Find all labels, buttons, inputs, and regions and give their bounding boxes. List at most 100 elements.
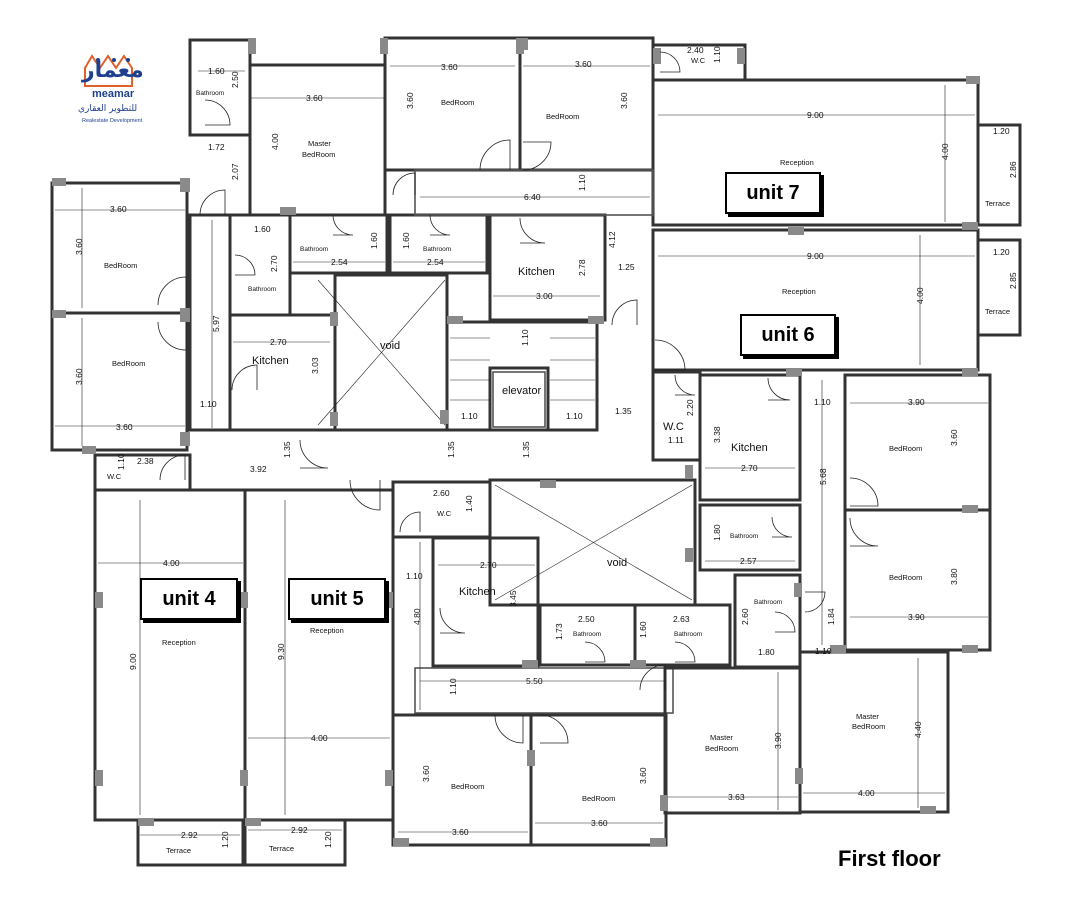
dimension-label: 4.00 — [270, 133, 280, 150]
dimension-label: 1.35 — [521, 441, 531, 458]
brand-tagline-english: Realestate Development — [82, 118, 143, 124]
room-label: BedRoom — [112, 359, 145, 368]
unit-7-tag: unit 7 — [725, 172, 821, 214]
dimension-label: 2.63 — [673, 614, 690, 624]
room-label: Kitchen — [252, 355, 289, 367]
dimension-label: 1.73 — [554, 623, 564, 640]
unit-4-tag: unit 4 — [140, 578, 238, 620]
dimension-label: 1.35 — [615, 406, 632, 416]
dimension-label: 3.03 — [310, 357, 320, 374]
dimension-label: 3.80 — [949, 568, 959, 585]
room-label: Master — [856, 712, 879, 721]
dimension-label: 9.00 — [807, 110, 824, 120]
dimension-label: 2.70 — [269, 255, 279, 272]
room-label: Kitchen — [518, 266, 555, 278]
dimension-label: 2.92 — [181, 830, 198, 840]
room-label: W.C — [691, 56, 706, 65]
dimension-label: 1.10 — [448, 678, 458, 695]
dimension-label: 2.38 — [137, 456, 154, 466]
room-label: Master — [308, 139, 331, 148]
dimension-label: 4.00 — [163, 558, 180, 568]
room-label: BedRoom — [852, 722, 885, 731]
dimension-label: 3.90 — [908, 612, 925, 622]
room-label: Reception — [780, 158, 814, 167]
brand-tagline-arabic: للتطوير العقاري — [78, 104, 138, 114]
logo-icon — [84, 54, 133, 87]
dimension-label: 2.92 — [291, 825, 308, 835]
unit-6-tag: unit 6 — [740, 314, 836, 356]
dimension-label: 3.60 — [74, 238, 84, 255]
dimension-label: 1.10 — [461, 411, 478, 421]
dimension-label: 1.11 — [668, 435, 684, 445]
dimension-label: 1.60 — [254, 224, 271, 234]
room-label: Kitchen — [731, 442, 768, 454]
room-label: BedRoom — [889, 573, 922, 582]
dimension-label: 9.30 — [276, 643, 286, 660]
dimension-label: 3.60 — [575, 59, 592, 69]
room-label: Bathroom — [730, 533, 758, 540]
dimension-label: 1.60 — [638, 621, 648, 638]
dimension-label: 1.10 — [116, 453, 126, 470]
dimension-label: 2.07 — [230, 163, 240, 180]
columns — [52, 38, 980, 846]
dimension-label: 2.78 — [577, 259, 587, 276]
dimension-label: 1.20 — [220, 831, 230, 848]
dimension-label: 2.60 — [433, 488, 450, 498]
room-label: Bathroom — [573, 631, 601, 638]
dimension-label: 2.20 — [685, 399, 695, 416]
room-label: BedRoom — [582, 794, 615, 803]
room-label: Reception — [782, 287, 816, 296]
dimension-label: 5.68 — [818, 468, 828, 485]
dimension-label: 3.90 — [773, 732, 783, 749]
dimension-label: 4.80 — [412, 608, 422, 625]
dimension-label: 9.00 — [807, 251, 824, 261]
dimension-label: 2.54 — [427, 257, 444, 267]
dimension-label: 1.60 — [369, 232, 379, 249]
dimension-label: 1.60 — [401, 232, 411, 249]
room-label: W.C — [437, 509, 452, 518]
void-crosses — [317, 279, 693, 601]
dimension-label: 3.60 — [591, 818, 608, 828]
dimension-label: 1.72 — [208, 142, 225, 152]
room-label: BedRoom — [441, 98, 474, 107]
room-label: void — [380, 340, 400, 352]
dimension-label: 3.60 — [405, 92, 415, 109]
dimension-label: 3.92 — [250, 464, 267, 474]
dimension-label: 1.35 — [282, 441, 292, 458]
dimension-label: 3.60 — [949, 429, 959, 446]
dimension-label: 3.60 — [306, 93, 323, 103]
dimension-label: 1.35 — [446, 441, 456, 458]
room-label: Bathroom — [196, 90, 224, 97]
room-label: Bathroom — [754, 599, 782, 606]
dimension-label: 2.50 — [578, 614, 595, 624]
brand-logo — [40, 38, 190, 178]
dimension-label: 5.50 — [526, 676, 543, 686]
room-label: Reception — [310, 626, 344, 635]
dimension-label: 3.38 — [712, 426, 722, 443]
room-label: Bathroom — [300, 246, 328, 253]
room-label: void — [607, 557, 627, 569]
dimension-lines — [55, 65, 988, 836]
dimension-label: 3.63 — [728, 792, 745, 802]
room-label: Master — [710, 733, 733, 742]
room-label: BedRoom — [546, 112, 579, 121]
dimension-label: 1.10 — [577, 174, 587, 191]
dimension-label: 2.70 — [270, 337, 287, 347]
unit-5-tag: unit 5 — [288, 578, 386, 620]
dimension-label: 3.00 — [536, 291, 553, 301]
dimension-label: 2.86 — [1008, 161, 1018, 178]
dimension-label: 4.00 — [858, 788, 875, 798]
room-label: elevator — [502, 385, 541, 397]
dimension-label: 4.40 — [913, 721, 923, 738]
room-labels: Bathroom Master BedRoom BedRoom BedRoom … — [104, 56, 1010, 855]
dimension-label: 4.00 — [915, 287, 925, 304]
room-label: Kitchen — [459, 586, 496, 598]
dimension-label: 9.00 — [128, 653, 138, 670]
dimension-label: 6.40 — [524, 192, 541, 202]
dimension-label: 3.60 — [110, 204, 127, 214]
dimension-labels: 1.60 2.50 3.60 3.60 3.60 3.60 3.60 2.40 … — [74, 45, 1018, 848]
dimension-label: 3.60 — [441, 62, 458, 72]
room-label: Terrace — [269, 844, 294, 853]
